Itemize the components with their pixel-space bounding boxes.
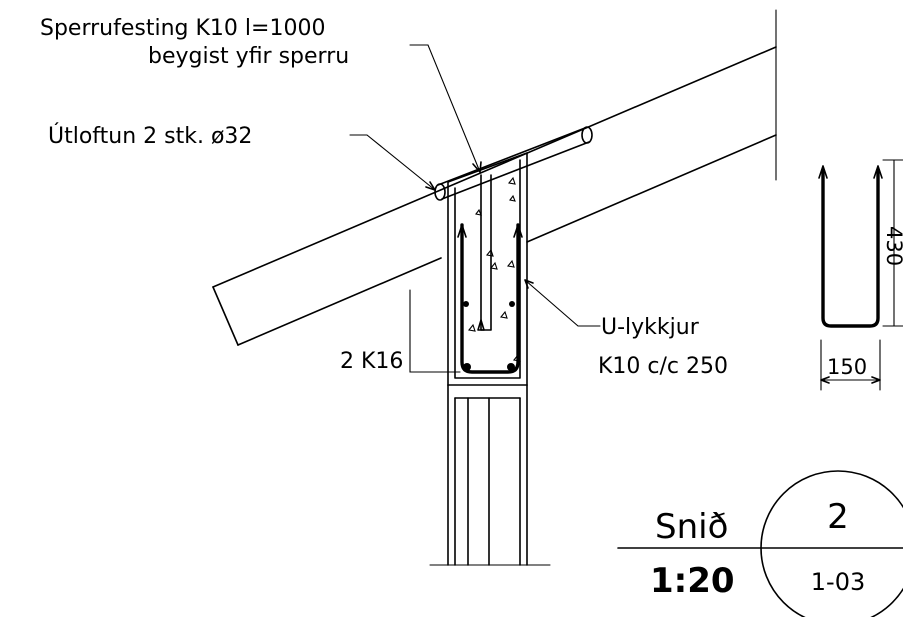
rebar-k16 (507, 363, 515, 371)
wall (429, 384, 551, 566)
label-rafter-fixing: Sperrufesting K10 l=1000 (40, 16, 325, 41)
concrete-beam (447, 152, 528, 386)
rafter-end-edge (212, 286, 239, 346)
vent-pipe-end-left (434, 183, 446, 201)
leader-arrow-fixing (472, 161, 482, 173)
vent-pipe (434, 126, 593, 201)
u-loop-arrow-left (457, 224, 467, 238)
vent-pipe-bottom (441, 141, 590, 200)
u-detail-arrow-left (818, 165, 828, 179)
rafter-bottom-edge-right (526, 134, 777, 243)
leaders (349, 44, 601, 373)
vent-pipe-end-right (581, 126, 593, 144)
rebar-dot (463, 301, 469, 307)
u-loop-detail (818, 159, 903, 391)
rebar-k16 (463, 363, 471, 371)
label-u-loop-spec: K10 c/c 250 (598, 354, 728, 379)
leader-arrow-u (524, 279, 534, 289)
rebar (457, 174, 523, 374)
vent-pipe-top (437, 127, 586, 186)
beam-top (447, 152, 528, 183)
leader-vent-pipe (349, 134, 436, 191)
leader-bottom-rebar (409, 289, 461, 373)
u-loop-arrow-right (513, 224, 523, 238)
dim-height-value: 430 (882, 226, 903, 266)
rafter-top-edge (212, 46, 777, 288)
concrete-hatch (467, 176, 521, 362)
section-number: 2 (827, 497, 849, 537)
drawing-scale: 1:20 (650, 561, 735, 601)
fixing-bar-tip (477, 319, 485, 331)
u-detail-arrow-right (873, 165, 883, 179)
u-loop-shape (821, 168, 880, 328)
dim-width-value: 150 (827, 355, 867, 379)
label-u-loops: U-lykkjur (601, 315, 700, 340)
rafter (212, 9, 777, 346)
section-circle (760, 470, 903, 617)
label-vent-pipe: Útloftun 2 stk. ø32 (48, 123, 252, 149)
label-rafter-fixing-note: beygist yfir sperru (148, 44, 349, 69)
rafter-bottom-edge-left (237, 257, 442, 346)
dim-arrows-width (820, 376, 881, 384)
label-bottom-rebar: 2 K16 (340, 349, 403, 374)
beam-inner-line (454, 159, 521, 379)
u-loop-in-beam (460, 223, 520, 374)
title-block: Snið 1:20 2 1-03 (617, 470, 903, 617)
dim-ext-height (882, 159, 903, 327)
leader-rafter-fixing (409, 44, 481, 173)
rebar-dot (509, 301, 515, 307)
sheet-reference: 1-03 (811, 568, 865, 596)
leader-u-loops (524, 279, 601, 327)
leader-arrow-vent (425, 181, 436, 191)
section-title: Snið (655, 507, 728, 547)
rafter-fixing-bar (480, 174, 492, 331)
